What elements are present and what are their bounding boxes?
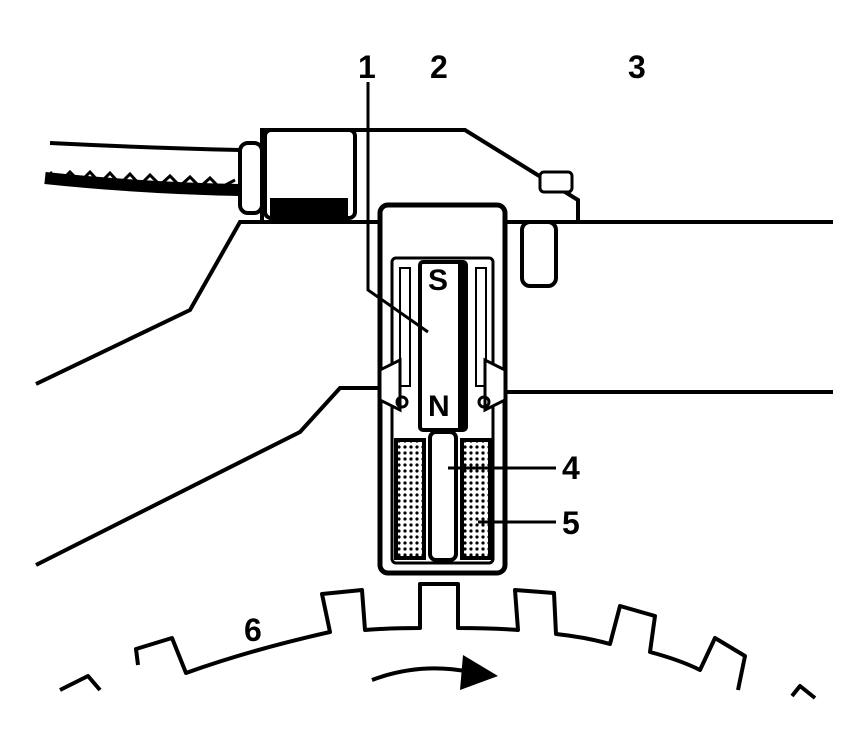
cable [44, 141, 241, 196]
soft-iron-core [428, 430, 458, 562]
label-winding: 5 [562, 505, 580, 541]
south-pole-label: S [428, 264, 448, 297]
clockwise-arrow [371, 655, 498, 690]
trigger-wheel [59, 582, 817, 700]
label-soft-iron-core: 4 [562, 450, 580, 486]
sensor-housing [238, 128, 580, 288]
winding [394, 438, 492, 560]
label-housing: 2 [430, 49, 448, 85]
label-engine-block: 3 [628, 49, 646, 85]
leader-lines [366, 82, 556, 524]
permanent-magnet [418, 260, 468, 432]
label-magnet: 1 [358, 49, 376, 85]
north-pole-label: N [428, 390, 450, 423]
label-trigger-wheel: 6 [244, 612, 262, 648]
